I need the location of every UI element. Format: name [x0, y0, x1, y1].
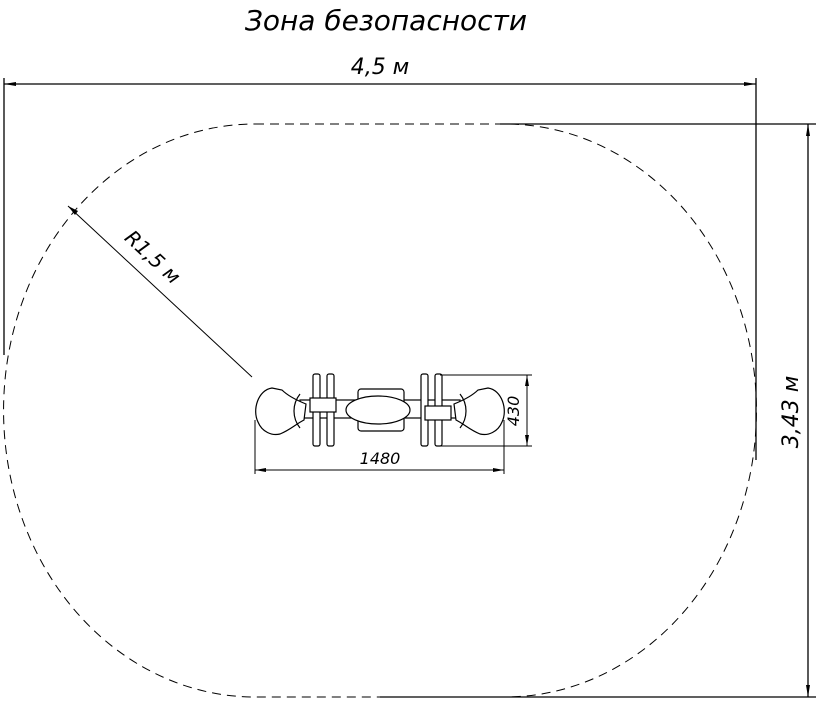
height-label: 3,43 м — [779, 376, 804, 449]
drawing-title: Зона безопасности — [245, 4, 527, 37]
equipment-width-label: 430 — [504, 396, 523, 427]
equipment-length-label: 1480 — [360, 449, 401, 468]
equipment-length-dimension: 1480 — [254, 420, 505, 474]
radius-label: R1,5 м — [120, 225, 185, 288]
height-dimension: 3,43 м — [380, 123, 816, 698]
equipment-top-view — [255, 373, 505, 447]
width-dimension: 4,5 м — [3, 55, 757, 460]
width-label: 4,5 м — [351, 55, 410, 80]
radius-dimension: R1,5 м — [67, 205, 253, 378]
equipment-width-dimension: 430 — [440, 374, 532, 447]
